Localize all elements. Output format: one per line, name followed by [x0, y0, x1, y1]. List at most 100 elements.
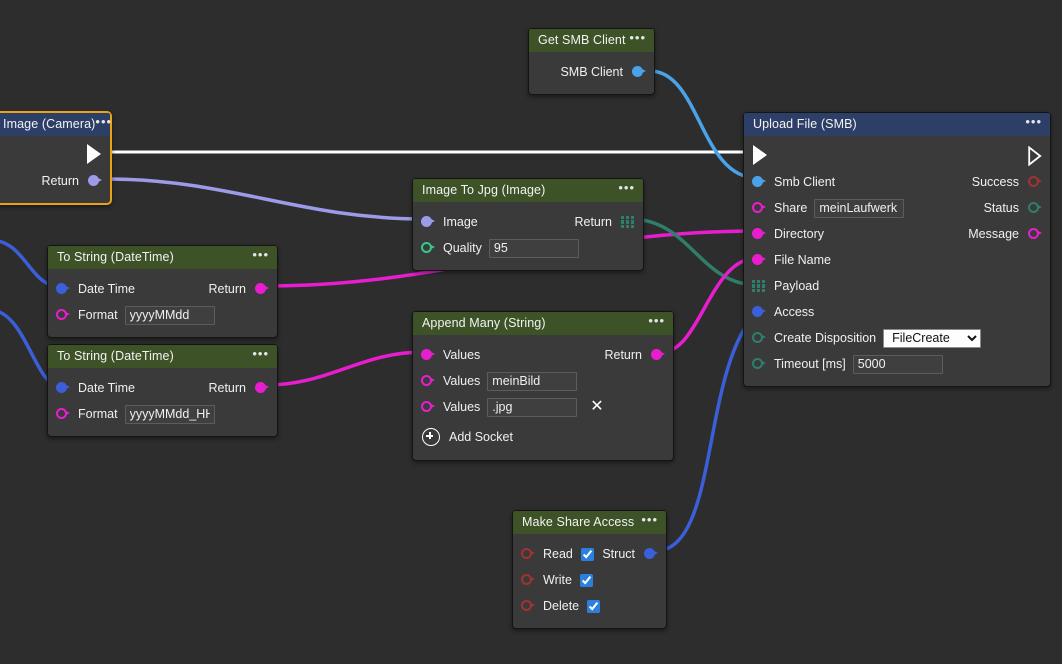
node-header[interactable]: Make Share Access •••: [513, 511, 666, 534]
node-title: Append Many (String): [422, 316, 546, 330]
socket-array-output[interactable]: [621, 215, 634, 229]
node-header[interactable]: To String (DateTime) •••: [48, 246, 277, 269]
socket-row-camera-return: Camera Return: [0, 168, 110, 194]
socket-datetime-input[interactable]: [56, 381, 70, 395]
socket-access-input[interactable]: [752, 305, 766, 319]
socket-payload-input[interactable]: [752, 279, 765, 293]
socket-row-format: Format: [48, 401, 277, 427]
node-make-share-access[interactable]: Make Share Access ••• Read Struct: [512, 510, 667, 629]
socket-create-disposition-input[interactable]: [752, 331, 766, 345]
socket-directory-input[interactable]: [752, 227, 766, 241]
socket-file-name-input[interactable]: [752, 253, 766, 267]
node-menu-icon[interactable]: •••: [252, 247, 269, 262]
exec-in-icon[interactable]: [753, 145, 767, 165]
socket-row-file-name: File Name: [744, 247, 1050, 273]
write-checkbox[interactable]: [579, 573, 593, 587]
socket-timeout-input[interactable]: [752, 357, 766, 371]
node-body: Smb Client Success Share Status: [744, 136, 1050, 386]
socket-row-access: Access: [744, 299, 1050, 325]
socket-label: Struct: [602, 547, 635, 561]
socket-write-input[interactable]: [521, 573, 535, 587]
node-title: Make Share Access: [522, 515, 635, 529]
socket-row-values-1: Values: [413, 368, 673, 394]
quality-input[interactable]: [488, 238, 579, 258]
node-body: Date Time Return Format: [48, 368, 277, 436]
socket-label: Write: [543, 573, 572, 587]
node-append-many-string[interactable]: Append Many (String) ••• Values Return V…: [412, 311, 674, 461]
node-header[interactable]: Image To Jpg (Image) •••: [413, 179, 643, 202]
socket-values-input[interactable]: [421, 374, 435, 388]
socket-success-output[interactable]: [1028, 175, 1042, 189]
socket-format-input[interactable]: [56, 308, 70, 322]
socket-status-output[interactable]: [1028, 201, 1042, 215]
node-title: Get SMB Client: [538, 33, 626, 47]
node-body: Values Return Values Values: [413, 335, 673, 460]
socket-label: Quality: [443, 241, 482, 255]
node-header[interactable]: Upload File (SMB) •••: [744, 113, 1050, 136]
socket-row-values-2: Values ✕: [413, 394, 673, 420]
socket-quality-input[interactable]: [421, 241, 435, 255]
node-header[interactable]: To String (DateTime) •••: [48, 345, 277, 368]
socket-values-input[interactable]: [421, 400, 435, 414]
socket-string-output[interactable]: [651, 348, 665, 362]
share-input[interactable]: [814, 198, 905, 218]
node-header[interactable]: Append Many (String) •••: [413, 312, 673, 335]
node-to-string-datetime-2[interactable]: To String (DateTime) ••• Date Time Retur…: [47, 344, 278, 437]
exec-out-icon[interactable]: [1028, 145, 1042, 166]
node-body: Date Time Return Format: [48, 269, 277, 337]
format-input[interactable]: [124, 305, 215, 325]
socket-image-input[interactable]: [421, 215, 435, 229]
node-menu-icon[interactable]: •••: [618, 180, 635, 195]
socket-delete-input[interactable]: [521, 599, 535, 613]
node-upload-file-smb[interactable]: Upload File (SMB) ••• Smb Client Success: [743, 112, 1051, 387]
socket-label: Message: [968, 227, 1019, 241]
delete-checkbox[interactable]: [587, 599, 601, 613]
socket-values-input[interactable]: [421, 348, 435, 362]
read-checkbox[interactable]: [580, 547, 594, 561]
socket-share-input[interactable]: [752, 201, 766, 215]
node-header[interactable]: Get SMB Client •••: [529, 29, 654, 52]
node-image-to-jpg[interactable]: Image To Jpg (Image) ••• Image Return Qu…: [412, 178, 644, 271]
timeout-input[interactable]: [852, 354, 943, 374]
values-input-1[interactable]: [487, 371, 578, 391]
wire-payload: [629, 217, 758, 287]
node-header[interactable]: Image (Camera) •••: [0, 113, 113, 136]
node-image-camera[interactable]: Image (Camera) ••• Camera Return: [0, 111, 112, 205]
socket-row-read: Read Struct: [513, 541, 666, 567]
socket-label: Create Disposition: [774, 331, 877, 345]
socket-label: Read: [543, 547, 573, 561]
node-menu-icon[interactable]: •••: [1025, 114, 1042, 129]
socket-row-write: Write: [513, 567, 666, 593]
socket-struct-output[interactable]: [644, 547, 658, 561]
node-to-string-datetime-1[interactable]: To String (DateTime) ••• Date Time Retur…: [47, 245, 278, 338]
remove-socket-icon[interactable]: ✕: [590, 398, 604, 415]
node-get-smb-client[interactable]: Get SMB Client ••• SMB Client: [528, 28, 655, 95]
socket-label: Date Time: [78, 282, 135, 296]
socket-smb-client-input[interactable]: [752, 175, 766, 189]
node-menu-icon[interactable]: •••: [95, 114, 113, 129]
socket-string-output[interactable]: [255, 381, 269, 395]
node-menu-icon[interactable]: •••: [629, 30, 646, 45]
socket-message-output[interactable]: [1028, 227, 1042, 241]
node-body: Camera Return: [0, 136, 110, 203]
socket-read-input[interactable]: [521, 547, 535, 561]
socket-string-output[interactable]: [255, 282, 269, 296]
node-menu-icon[interactable]: •••: [641, 512, 658, 527]
plus-icon: [422, 428, 440, 446]
format-input[interactable]: [124, 404, 215, 424]
node-menu-icon[interactable]: •••: [648, 313, 665, 328]
values-input-2[interactable]: [487, 397, 578, 417]
socket-label: Values: [443, 400, 481, 414]
socket-image-output[interactable]: [88, 174, 102, 188]
socket-label: Status: [983, 201, 1019, 215]
add-socket-button[interactable]: Add Socket: [413, 423, 673, 451]
socket-row-delete: Delete: [513, 593, 666, 619]
socket-row-values-0: Values Return: [413, 342, 673, 368]
socket-smb-client-output[interactable]: [632, 65, 646, 79]
node-menu-icon[interactable]: •••: [252, 346, 269, 361]
create-disposition-select[interactable]: FileCreate: [883, 328, 982, 348]
socket-format-input[interactable]: [56, 407, 70, 421]
exec-out-icon[interactable]: [87, 144, 101, 164]
socket-datetime-input[interactable]: [56, 282, 70, 296]
